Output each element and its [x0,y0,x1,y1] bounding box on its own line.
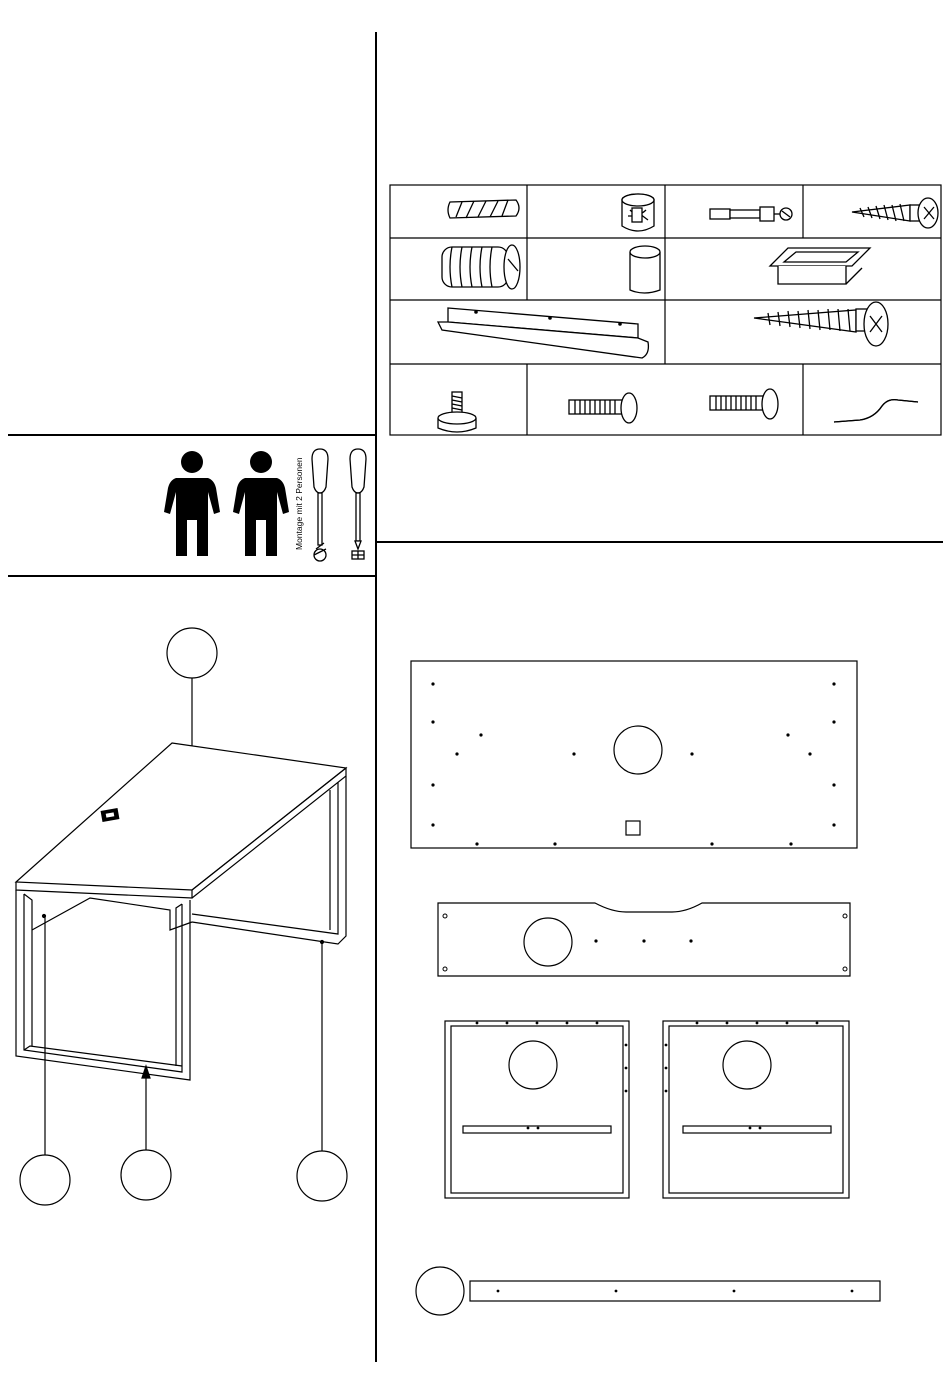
person-icon [162,450,222,562]
flat-screwdriver-icon [308,445,332,565]
connector-bolt-icon [565,392,645,428]
cam-bolt-icon [706,201,801,231]
connector-bolt-icon [706,388,786,424]
back-panel-callout [121,1150,171,1200]
wood-screw-icon [752,304,902,364]
side-panel-callout [20,1155,70,1205]
support-rail [416,1267,880,1315]
desk-top-callout [167,628,217,678]
desk-assembly-drawing [0,600,370,1240]
person-icon [231,450,291,562]
l-bracket-icon [428,302,658,362]
desk-top-panel [411,661,857,848]
right-side-panel [663,1021,849,1198]
left-side-panel [445,1021,629,1198]
wooden-dowel-icon [444,192,524,232]
leg-callout [297,1151,347,1201]
pan-head-screw-icon [850,193,945,233]
parts-drawing [390,640,950,1340]
cam-lock-icon [612,190,662,236]
allen-key-icon [830,392,930,432]
cable-grommet-icon [766,244,876,292]
leveling-foot-icon [434,390,484,438]
plastic-anchor-icon [436,241,526,295]
phillips-screwdriver-icon [346,445,370,565]
sleeve-icon [626,242,666,298]
